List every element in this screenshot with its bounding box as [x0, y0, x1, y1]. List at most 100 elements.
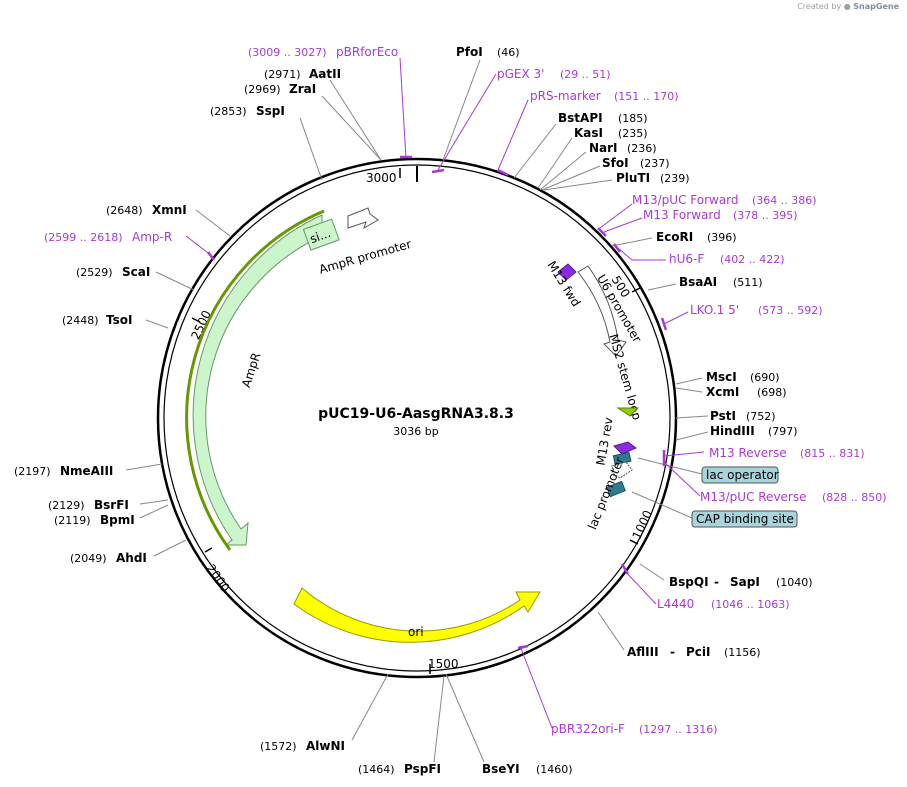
tick-1500: 1500 [428, 657, 459, 671]
enzyme-bspqi-pos: (1040) [776, 576, 813, 589]
enzyme-aatii-pos: (2971) [264, 68, 301, 81]
ampr-label: AmpR [239, 351, 263, 389]
enzyme-xcmi-name: XcmI [706, 385, 739, 399]
snapgene-logo-icon: ● [843, 2, 851, 11]
enzyme-afliii-name: AflIII [627, 645, 659, 659]
enzyme-pluti-pos: (239) [660, 172, 690, 185]
primer-hu6f-name: hU6-F [669, 252, 704, 266]
enzyme-tsoi-name: TsoI [106, 313, 132, 327]
tick-marks [191, 168, 641, 674]
plasmid-size: 3036 bp [393, 425, 439, 438]
tick-3000: 3000 [366, 171, 397, 185]
tick-2000: 2000 [204, 562, 233, 595]
primer-pbrforeco-pos: (3009 .. 3027) [248, 46, 327, 59]
signal-sequence-line [185, 209, 325, 551]
plasmid-name: pUC19-U6-AasgRNA3.8.3 [318, 406, 514, 422]
m13-rev-arrow [613, 441, 637, 455]
backbone-inner [163, 164, 671, 672]
primer-hu6f-pos: (402 .. 422) [720, 253, 785, 266]
enzyme-nmeaiii-name: NmeAIII [60, 464, 113, 478]
primer-m13-rev-name: M13 Reverse [709, 446, 787, 460]
m13-fwd-arrow [557, 263, 577, 281]
credit-brand: SnapGene [853, 2, 899, 11]
enzyme-pfoi-pos: (46) [497, 46, 520, 59]
enzyme-bspqi-name: BspQI [669, 575, 709, 589]
signal-sequence [302, 218, 340, 251]
enzyme-pfoi-name: PfoI [456, 45, 483, 59]
ori-label: ori [408, 625, 424, 639]
cap-site-leader [631, 491, 693, 519]
primer-m13-rev-pos: (815 .. 831) [800, 447, 865, 460]
primer-ampr-name: Amp-R [132, 230, 172, 244]
enzyme-pspfi-pos: (1464) [358, 763, 395, 776]
primer-labels: (3009 .. 3027) pBRforEco pGEX 3' (29 .. … [44, 45, 887, 736]
primer-prs-marker-name: pRS-marker [530, 89, 601, 103]
enzyme-msci-name: MscI [706, 370, 737, 384]
cap-site-label-box [691, 510, 798, 528]
enzyme-bseyi-pos: (1460) [536, 763, 573, 776]
enzyme-nari-name: NarI [589, 141, 618, 155]
enzyme-sfoi-name: SfoI [602, 156, 629, 170]
enzyme-zrai-name: ZraI [289, 82, 316, 96]
cap-site-label: CAP binding site [696, 512, 794, 526]
tick-labels: 3000 500 1000 1500 2000 2500 [188, 171, 655, 671]
enzyme-psti-pos: (752) [746, 410, 776, 423]
primer-pbr322ori-pos: (1297 .. 1316) [639, 723, 718, 736]
primer-pgex3-name: pGEX 3' [497, 67, 544, 81]
enzyme-xmni-name: XmnI [152, 203, 187, 217]
primer-m13-fwd-name: M13 Forward [643, 208, 721, 222]
enzyme-bpmi-pos: (2119) [54, 514, 91, 527]
primer-lko1-name: LKO.1 5' [690, 303, 739, 317]
enzyme-tsoi-pos: (2448) [62, 314, 99, 327]
primer-m13puc-rev-name: M13/pUC Reverse [700, 490, 807, 504]
enzyme-pcii-name: PciI [686, 645, 711, 659]
primer-m13-fwd-pos: (378 .. 395) [733, 209, 798, 222]
enzyme-sspi-pos: (2853) [210, 105, 247, 118]
ori-feature [293, 587, 541, 643]
enzyme-bseyi-name: BseYI [482, 762, 520, 776]
enzyme-bsaai-name: BsaAI [679, 275, 717, 289]
enzyme-msci-pos: (690) [750, 371, 780, 384]
enzyme-pspfi-name: PspFI [404, 762, 441, 776]
enzyme-leaders [125, 59, 709, 763]
enzyme-ahdi-pos: (2049) [70, 552, 107, 565]
enzyme-ahdi-name: AhdI [116, 551, 147, 565]
enzyme-bpmi-name: BpmI [100, 513, 135, 527]
cap-site-box [606, 480, 626, 498]
primer-pgex3-pos: (29 .. 51) [560, 68, 611, 81]
primer-m13puc-fwd-pos: (364 .. 386) [752, 194, 817, 207]
lac-operator-label-box [701, 466, 779, 484]
enzyme-kasi-pos: (235) [618, 127, 648, 140]
enzyme-nmeaiii-pos: (2197) [14, 465, 51, 478]
enzyme-ecori-name: EcoRI [656, 230, 693, 244]
enzyme-scai-pos: (2529) [76, 266, 113, 279]
enzyme-dash-1: - [714, 575, 719, 589]
signal-label: si... [308, 226, 333, 246]
tick-1000: 1000 [630, 508, 656, 542]
lac-operator-leader [637, 457, 703, 475]
primer-prs-marker-pos: (151 .. 170) [614, 90, 679, 103]
enzyme-hindiii-pos: (797) [768, 425, 798, 438]
enzyme-sapi-name: SapI [730, 575, 760, 589]
enzyme-sspi-name: SspI [256, 104, 285, 118]
enzyme-pluti-name: PluTI [616, 171, 650, 185]
lac-operator-label: lac operator [706, 468, 779, 482]
enzyme-bsaai-pos: (511) [733, 276, 763, 289]
enzyme-bstapi-name: BstAPI [558, 111, 603, 125]
enzyme-scai-name: ScaI [122, 265, 150, 279]
lac-promoter-arrow [611, 461, 633, 479]
enzyme-kasi-name: KasI [574, 126, 603, 140]
enzyme-hindiii-name: HindIII [710, 424, 755, 438]
m13-fwd-label: M13 fwd [544, 259, 583, 310]
enzyme-xmni-pos: (2648) [106, 204, 143, 217]
enzyme-bsrfi-pos: (2129) [48, 499, 85, 512]
credit-prefix: Created by [797, 2, 842, 11]
primer-pbrforeco-name: pBRforEco [336, 45, 398, 59]
enzyme-alwni-pos: (1572) [260, 740, 297, 753]
enzyme-zrai-pos: (2969) [244, 83, 281, 96]
primer-ampr-pos: (2599 .. 2618) [44, 231, 123, 244]
enzyme-sfoi-pos: (237) [640, 157, 670, 170]
primer-m13puc-rev-pos: (828 .. 850) [822, 491, 887, 504]
primer-m13puc-fwd-name: M13/pUC Forward [632, 193, 739, 207]
